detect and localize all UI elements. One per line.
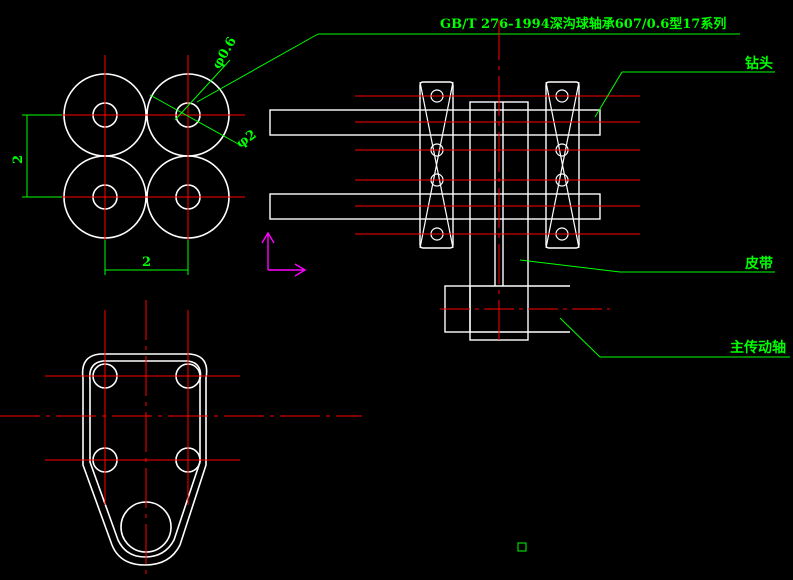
four-gear-centerlines (40, 55, 245, 270)
ucs-axis-icon (261, 231, 307, 277)
bearing-title-label: GB/T 276-1994深沟球轴承607/0.6型17系列 (440, 16, 726, 32)
assembly-centerlines (355, 20, 640, 345)
belt-label: 皮带 (744, 255, 773, 272)
small-diameter-label: φ0.6 (210, 35, 240, 72)
plate-centerlines (0, 300, 362, 580)
right-bearing-housing (545, 81, 580, 249)
callout-leaders (519, 71, 790, 358)
large-diameter-label: φ2 (234, 127, 260, 151)
snap-marker-icon (517, 542, 527, 552)
vertical-spacing-label: 2 (11, 155, 26, 164)
four-gear-dimensions (22, 33, 740, 275)
left-bearing-housing (419, 81, 454, 249)
assembly-outline (269, 81, 601, 341)
horizontal-spacing-label: 2 (142, 255, 151, 270)
plate-inner-outline (88, 360, 202, 558)
main-shaft-label: 主传动轴 (730, 339, 786, 356)
four-gear-view (63, 73, 230, 239)
drill-head-label: 钻头 (745, 55, 773, 72)
plate-outer-outline (81, 353, 208, 566)
